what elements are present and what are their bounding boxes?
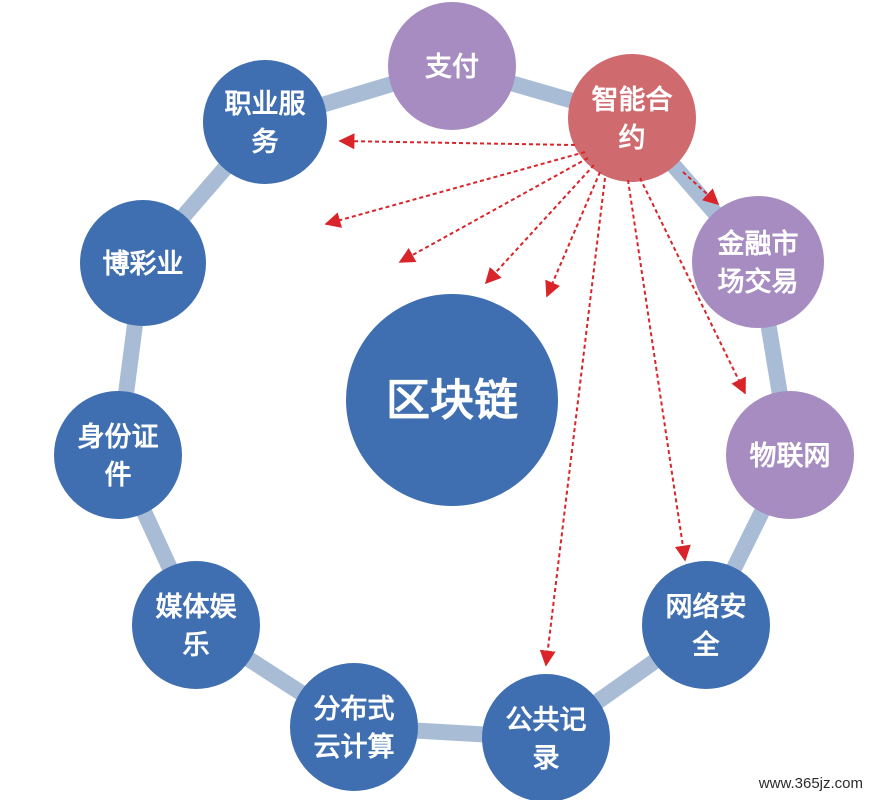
- node-label: 场交易: [718, 266, 799, 298]
- node-label: 金融市: [717, 228, 799, 260]
- smart-contract-arrow: [545, 171, 601, 298]
- node-label: 职业服: [225, 89, 307, 120]
- node-label: 件: [105, 460, 132, 491]
- node-circle: [692, 196, 824, 328]
- node-circle: [642, 561, 770, 689]
- center-node: 区块链: [346, 294, 558, 506]
- connector-bars: [117, 74, 789, 743]
- node-label: 云计算: [314, 731, 395, 763]
- node-zhifu: 支付: [388, 2, 516, 130]
- watermark: www.365jz.com: [754, 773, 867, 794]
- smart-contract-arrow: [338, 133, 576, 150]
- node-bocai: 博彩业: [80, 200, 206, 326]
- center-label: 区块链: [386, 375, 518, 426]
- node-label: 网络安: [666, 591, 747, 623]
- connector-bar: [724, 504, 772, 576]
- node-label: 智能合: [592, 84, 673, 116]
- smart-contract-arrow: [682, 171, 720, 206]
- node-circle: [568, 54, 696, 182]
- connector-bar: [318, 74, 399, 114]
- node-circle: [290, 663, 418, 791]
- node-label: 物联网: [750, 441, 831, 472]
- connector-bar: [665, 157, 725, 223]
- connector-bar: [174, 160, 234, 225]
- node-label: 公共记: [506, 705, 587, 736]
- application-nodes: 职业服务支付智能合约金融市场交易物联网网络安全公共记录分布式云计算媒体娱乐身份证…: [54, 2, 854, 800]
- node-label: 分布式: [314, 694, 395, 725]
- node-label: 全: [692, 629, 721, 661]
- node-label: 身份证: [78, 421, 159, 453]
- node-wulian: 物联网: [726, 391, 854, 519]
- connector-bar: [241, 650, 309, 702]
- node-circle: [388, 2, 516, 130]
- node-circle: [726, 391, 854, 519]
- node-label: 媒体娱: [156, 591, 238, 623]
- smart-contract-arrow: [398, 157, 589, 263]
- node-label: 乐: [183, 630, 210, 661]
- node-label: 务: [252, 127, 279, 158]
- connector-bar: [117, 319, 144, 399]
- connector-bar: [135, 505, 179, 575]
- node-circle: [80, 200, 206, 326]
- node-label: 博彩业: [103, 248, 184, 280]
- node-circle: [482, 674, 610, 800]
- connector-bar: [589, 652, 663, 711]
- connector-bar: [759, 319, 789, 398]
- smart-contract-arrow: [324, 151, 586, 228]
- smart-contract-arrows: [324, 133, 746, 667]
- smart-contract-arrow: [484, 164, 595, 285]
- node-label: 支付: [425, 52, 479, 83]
- connector-bar: [506, 74, 578, 110]
- node-circle: [132, 561, 260, 689]
- node-label: 录: [533, 743, 560, 774]
- connector-bar: [412, 722, 488, 743]
- smart-contract-arrow: [539, 177, 606, 667]
- node-label: 约: [619, 123, 646, 154]
- node-circle: [54, 391, 182, 519]
- node-circle: [203, 60, 327, 184]
- center-circle: [346, 294, 558, 506]
- smart-contract-arrow: [627, 179, 691, 562]
- smart-contract-arrow: [639, 177, 746, 395]
